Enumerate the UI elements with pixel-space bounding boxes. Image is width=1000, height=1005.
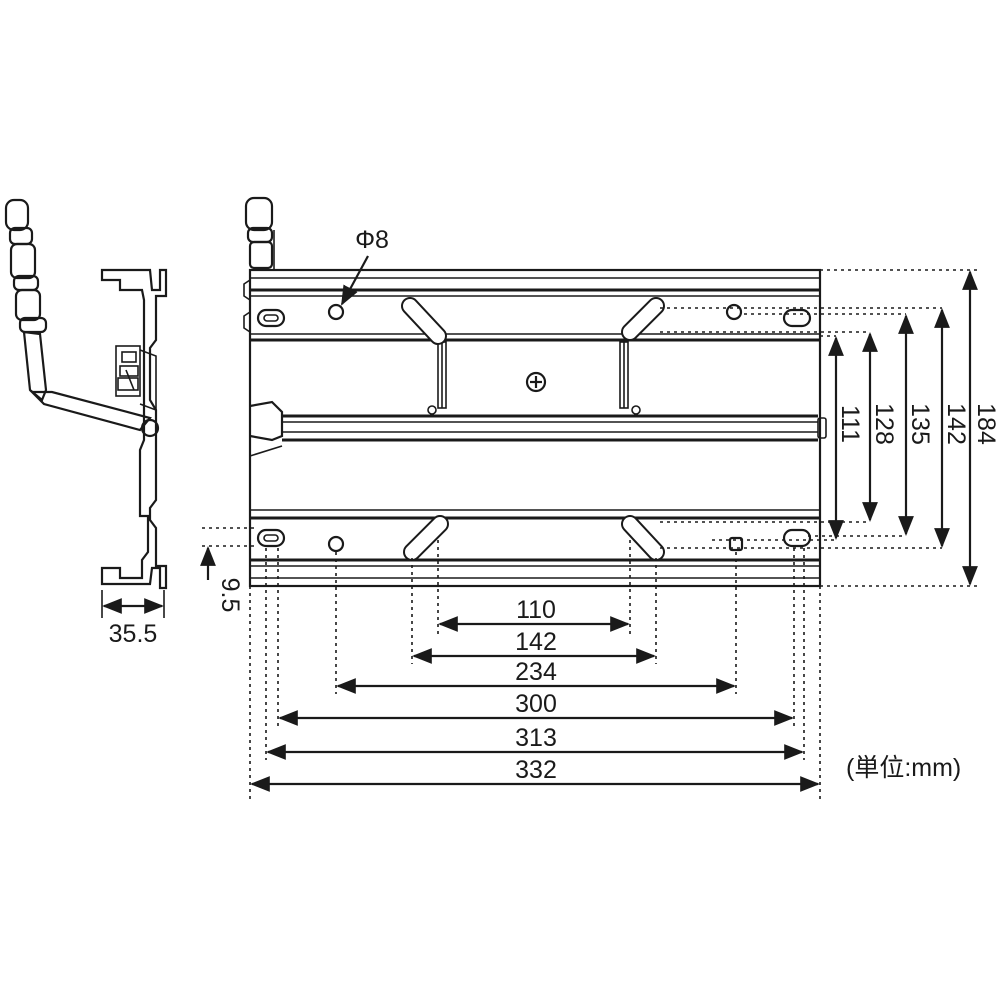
dim-label-135: 135 <box>906 403 934 445</box>
top-right-hole <box>725 303 743 321</box>
phi8-hole <box>327 303 345 321</box>
side-handle-arm <box>29 390 152 432</box>
bottom-right-slot <box>782 528 812 548</box>
side-pivot <box>140 418 160 438</box>
bottom-right-hole <box>728 536 744 552</box>
side-tilt-mechanism <box>115 345 157 412</box>
side-rail-profile <box>100 268 168 590</box>
dim-label-234: 234 <box>515 658 557 686</box>
side-view: 35.5 9.5 <box>4 198 244 648</box>
top-right-slot <box>782 308 812 328</box>
center-screw-icon <box>525 371 547 393</box>
side-handle-grip <box>4 198 48 402</box>
top-left-slot <box>256 308 286 328</box>
front-view: Φ8 <box>243 196 827 588</box>
dim-label-111: 111 <box>836 405 864 443</box>
extension-lines <box>202 269 978 800</box>
dim-label-300: 300 <box>515 690 557 718</box>
top-rail <box>250 277 820 342</box>
dim-label-332: 332 <box>515 756 557 784</box>
center-bar <box>249 400 827 457</box>
unit-label: (単位:mm) <box>846 754 961 782</box>
bottom-left-hole <box>327 535 345 553</box>
dim-label-110: 110 <box>516 596 556 624</box>
vertical-dimensions: 111 128 135 142 184 <box>828 270 1000 586</box>
front-handle-grip <box>244 196 275 270</box>
offset-dimension-label: 9.5 <box>216 578 244 613</box>
dim-label-142h: 142 <box>515 628 557 656</box>
dim-label-184: 184 <box>972 403 1000 445</box>
dim-label-142v: 142 <box>942 403 970 445</box>
bottom-rail <box>250 509 820 579</box>
mounting-plate <box>248 268 822 588</box>
hole-diameter-label: Φ8 <box>355 226 389 254</box>
depth-dimension-label: 35.5 <box>109 620 158 648</box>
dim-label-128: 128 <box>870 403 898 445</box>
bottom-left-slot <box>256 528 286 548</box>
hole-callout-arrow <box>341 255 369 306</box>
hanger-bars <box>427 341 641 415</box>
dim-label-313: 313 <box>515 724 557 752</box>
horizontal-dimensions: 110 142 234 300 313 332 <box>250 596 820 792</box>
